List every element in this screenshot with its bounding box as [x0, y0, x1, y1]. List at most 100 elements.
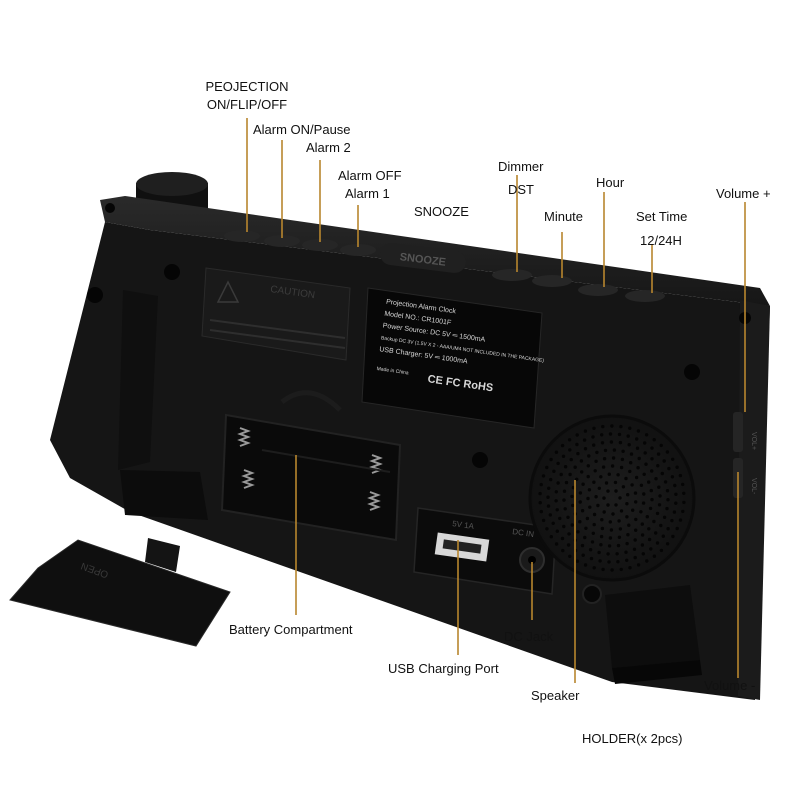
speaker-hole: [560, 443, 565, 448]
speaker-hole: [586, 496, 590, 501]
speaker-hole: [634, 528, 638, 532]
speaker-hole: [636, 563, 641, 567]
speaker-hole: [587, 454, 591, 458]
speaker-hole: [645, 515, 649, 519]
speaker-hole: [588, 548, 593, 552]
speaker-hole: [593, 469, 597, 473]
usb-port[interactable]: [434, 532, 490, 562]
speaker-hole: [592, 443, 596, 447]
speaker-hole: [606, 489, 610, 493]
label-12-24h: 12/24H: [640, 233, 682, 248]
speaker-hole: [648, 506, 653, 511]
speaker-hole: [575, 433, 579, 437]
speaker-hole: [610, 424, 614, 428]
speaker-hole: [562, 524, 566, 529]
speaker-hole: [633, 491, 638, 495]
speaker-hole: [609, 528, 614, 532]
speaker-hole: [576, 451, 580, 456]
speaker-hole: [636, 466, 640, 470]
speaker-hole: [659, 548, 664, 553]
speaker-hole: [633, 538, 637, 542]
hour-button[interactable]: [578, 284, 618, 296]
speaker-hole: [670, 518, 674, 523]
speaker-hole: [559, 472, 563, 477]
speaker-hole: [635, 437, 639, 441]
battery-door[interactable]: OPEN: [9, 538, 231, 647]
volume-up-button[interactable]: [733, 412, 743, 452]
vol-minus-text: VOL-: [750, 478, 757, 495]
speaker-hole: [672, 510, 677, 514]
speaker-hole: [566, 543, 571, 547]
speaker-hole: [627, 523, 631, 527]
speaker-hole: [611, 456, 616, 460]
speaker-hole: [600, 441, 605, 445]
speaker-hole: [671, 457, 675, 461]
speaker-hole: [621, 485, 626, 489]
speaker-hole: [566, 515, 570, 519]
dimmer-dst-button[interactable]: [492, 269, 532, 281]
speaker-hole: [571, 503, 575, 508]
set-time-button[interactable]: [625, 290, 665, 302]
spec-sticker: Projection Alarm Clock Model NO.: CR1001…: [361, 287, 545, 429]
speaker-hole: [599, 543, 603, 547]
speaker-hole: [626, 434, 630, 438]
speaker-hole: [614, 489, 618, 493]
speaker-hole: [618, 440, 623, 445]
speaker-hole: [617, 432, 622, 437]
speaker-hole: [625, 515, 629, 519]
speaker-hole: [601, 567, 605, 572]
speaker-hole: [546, 504, 551, 508]
speaker-hole: [567, 532, 571, 536]
speaker-hole: [624, 550, 628, 554]
minute-button[interactable]: [532, 275, 572, 287]
alarm1-button[interactable]: [340, 244, 376, 256]
speaker-hole: [654, 477, 658, 481]
speaker-hole: [545, 465, 549, 470]
label-dimmer: Dimmer: [498, 159, 544, 174]
speaker-hole: [655, 541, 660, 545]
speaker-hole: [650, 497, 654, 502]
speaker-hole: [644, 433, 649, 437]
speaker-hole: [652, 554, 657, 558]
speaker-hole: [551, 521, 555, 525]
speaker-hole: [560, 536, 565, 541]
speaker-hole: [583, 535, 587, 540]
projection-button[interactable]: [224, 230, 260, 242]
alarm-on-pause-button[interactable]: [264, 235, 300, 247]
speaker-hole: [662, 459, 666, 463]
speaker-hole: [655, 511, 660, 516]
speaker-hole: [554, 542, 559, 546]
speaker-hole: [592, 522, 596, 527]
speaker-hole: [608, 536, 613, 540]
speaker-hole: [671, 534, 675, 539]
speaker-hole: [661, 534, 665, 538]
speaker-hole: [610, 568, 614, 572]
sticker-made-in: Made in China: [376, 366, 409, 376]
label-alarm2: Alarm 2: [306, 140, 351, 155]
speaker-hole: [634, 475, 639, 480]
alarm2-button[interactable]: [302, 239, 338, 251]
speaker-hole: [561, 548, 565, 553]
speaker-hole: [674, 501, 678, 505]
speaker-hole: [650, 446, 654, 450]
speaker-hole: [597, 550, 601, 555]
speaker-hole: [613, 480, 618, 485]
speaker-hole: [642, 472, 646, 476]
speaker-hole: [562, 498, 566, 502]
speaker-hole: [578, 491, 583, 495]
speaker-hole: [563, 507, 567, 511]
speaker-hole: [573, 465, 577, 469]
speaker-hole: [675, 526, 679, 531]
speaker-hole: [625, 541, 629, 546]
speaker-hole: [587, 488, 592, 492]
label-alarm-off: Alarm OFF: [338, 168, 402, 183]
speaker-hole: [575, 477, 579, 481]
speaker-hole: [606, 503, 610, 507]
speaker-hole: [647, 480, 651, 484]
snooze-button[interactable]: SNOOZE: [379, 242, 467, 274]
speaker-hole: [541, 518, 546, 523]
speaker-hole: [633, 555, 637, 560]
snooze-button-text: SNOOZE: [399, 251, 447, 269]
speaker-hole: [607, 544, 612, 548]
port-panel: 5V 1A DC IN: [413, 507, 557, 595]
